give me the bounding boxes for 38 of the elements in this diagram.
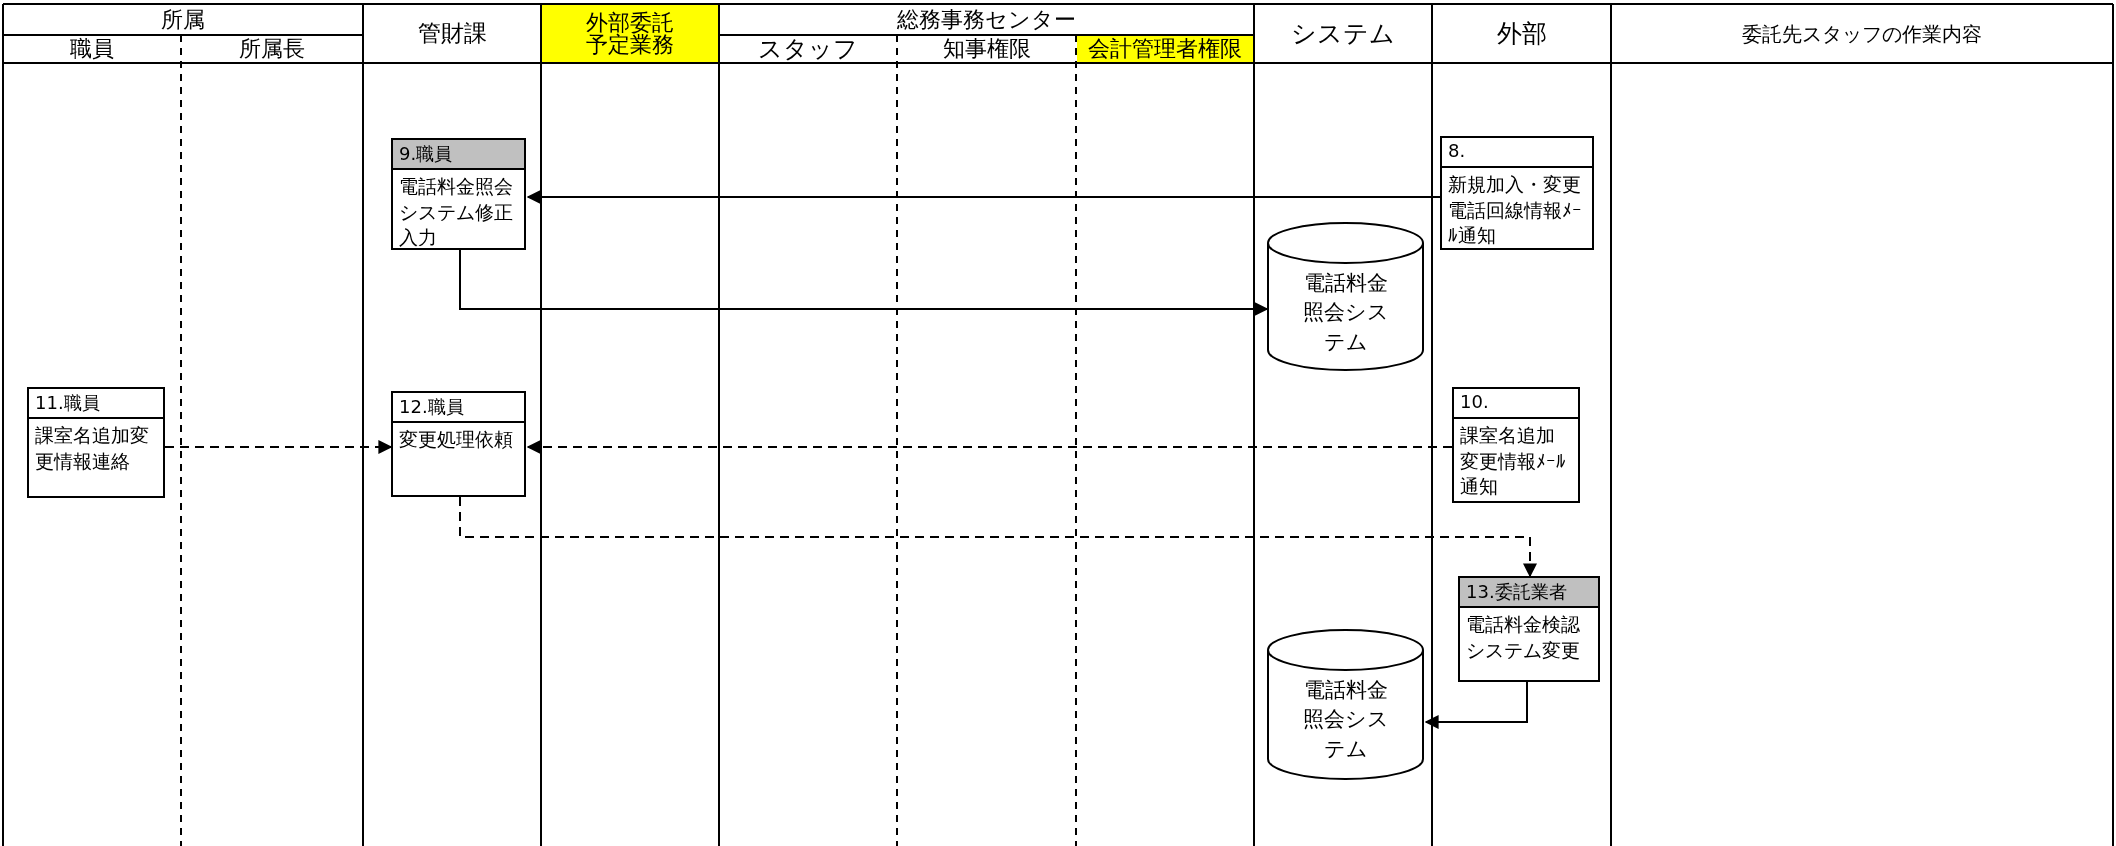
box-heading: 8. [1442,138,1592,168]
box-text: 電話料金照会システム修正入力 [398,174,514,251]
box-text: 課室名追加変更情報ﾒｰﾙ通知 [1459,423,1567,500]
arrow [526,440,1453,454]
box-heading: 10. [1454,389,1578,419]
box-text: 課室名追加変更情報連絡 [34,423,150,474]
lane-header: 職員 [69,36,115,62]
process-box [1458,576,1600,682]
process-box [1440,136,1594,250]
box-heading: 13.委託業者 [1460,578,1598,608]
lane-header: 委託先スタッフの作業内容 [1741,20,1983,48]
process-box [391,138,526,250]
lane-header: 所属 [160,5,206,34]
arrow [164,440,393,454]
process-box [391,391,526,497]
process-box [27,387,165,498]
box-heading: 12.職員 [393,393,524,423]
box-text: 変更処理依頼 [398,427,514,452]
lane-header: 会計管理者権限 [1077,36,1253,62]
cylinder-label: 電話料金照会システム [1301,677,1390,763]
lane-header: スタッフ [757,36,859,62]
arrow [1424,681,1528,729]
lane-header: 所属長 [238,36,306,62]
lane-header: 外部委託予定業務 [542,5,718,62]
box-heading: 9.職員 [393,140,524,170]
lane-header: 管財課 [416,19,488,48]
process-box [1452,387,1580,503]
box-text: 電話料金検認システム変更 [1465,612,1581,663]
lane-header: 知事権限 [941,36,1032,62]
box-heading: 11.職員 [29,389,163,419]
lane-header: 外部 [1495,18,1548,50]
lane-header: 総務事務センター [896,5,1077,34]
lane-header: システム [1290,18,1396,50]
box-text: 新規加入・変更電話回線情報ﾒｰﾙ通知 [1447,172,1583,249]
arrow [459,249,1269,316]
cylinder-label: 電話料金照会システム [1301,270,1390,356]
arrow [526,190,1441,204]
arrow [459,496,1537,578]
